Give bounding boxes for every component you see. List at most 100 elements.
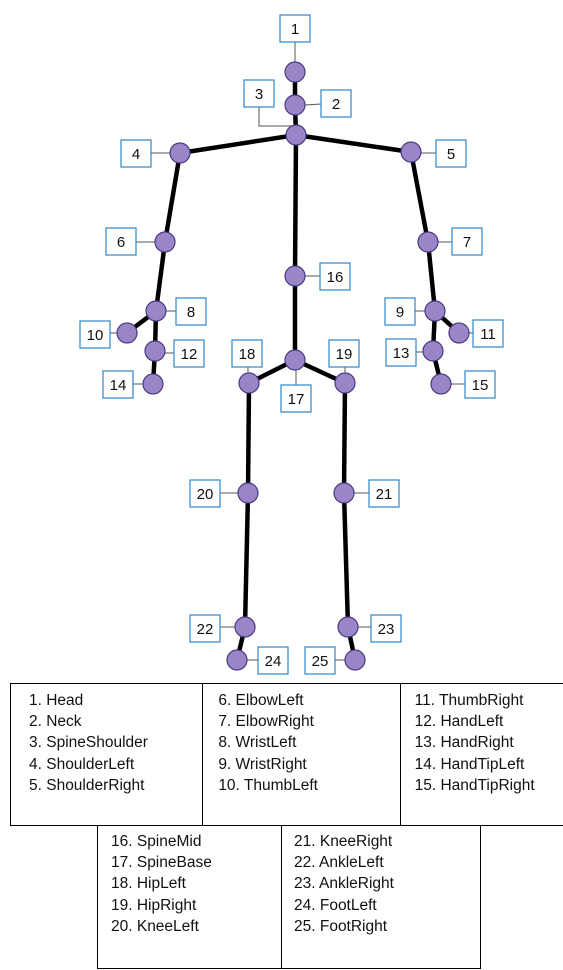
- legend-table-bottom: 16. SpineMid 17. SpineBase 18. HipLeft 1…: [97, 825, 481, 969]
- joint-label-box: [464, 370, 496, 399]
- joint-label-box: [319, 262, 351, 291]
- joint-footright: [344, 649, 366, 671]
- joint-label-number: 1: [291, 21, 299, 38]
- joint-label-number: 14: [110, 377, 127, 394]
- legend-item: 12. HandLeft: [414, 713, 504, 731]
- joint-ankleleft: [234, 616, 256, 638]
- joint-kneeleft: [237, 482, 259, 504]
- joint-label-number: 15: [472, 377, 489, 394]
- joint-handleft: [144, 340, 166, 362]
- bone-3-4: [177, 132, 299, 156]
- joint-label-number: 19: [336, 346, 353, 363]
- legend-item: 22. AnkleLeft: [294, 854, 384, 872]
- joint-label-number: 24: [265, 653, 282, 670]
- bone-6-8: [153, 239, 168, 314]
- joint-label-box: [173, 339, 205, 368]
- joint-label-number: 18: [239, 346, 256, 363]
- joint-label-number: 21: [376, 486, 393, 503]
- legend-item: 21. KneeRight: [294, 833, 393, 850]
- bone-21-23: [341, 490, 351, 630]
- leader-line: [258, 107, 296, 127]
- joint-handright: [422, 340, 444, 362]
- joint-label-number: 17: [288, 391, 305, 408]
- joint-label-box: [102, 370, 134, 399]
- joint-label-number: 20: [197, 486, 214, 503]
- joint-spinebase: [284, 349, 306, 371]
- joint-label-box: [231, 339, 263, 368]
- legend-column: 6. ElbowLeft 7. ElbowRight 8. WristLeft …: [202, 684, 399, 825]
- legend-item: 16. SpineMid: [111, 833, 202, 850]
- joint-label-number: 5: [447, 146, 455, 163]
- joint-shoulderright: [400, 141, 422, 163]
- joint-handtipleft: [142, 373, 164, 395]
- legend-item: 3. SpineShoulder: [29, 734, 148, 752]
- legend-column: 1. Head 2. Neck 3. SpineShoulder 4. Shou…: [11, 684, 202, 825]
- legend-item: 18. HipLeft: [111, 875, 186, 893]
- legend-item: 19. HipRight: [111, 896, 197, 914]
- bone-7-9: [425, 239, 438, 314]
- legend-item: 13. HandRight: [414, 734, 514, 752]
- legend-item: 14. HandTipLeft: [414, 755, 525, 773]
- joint-label-number: 7: [463, 234, 471, 251]
- joint-thumbright: [448, 322, 470, 344]
- bone-19-21: [341, 380, 348, 496]
- joint-label-box: [243, 79, 275, 108]
- legend-item: 6. ElbowLeft: [218, 692, 304, 709]
- joint-label-number: 2: [332, 96, 340, 113]
- joint-label-number: 13: [393, 345, 410, 362]
- joint-label-box: [451, 227, 483, 256]
- joint-label-box: [280, 384, 312, 413]
- joint-label-box: [435, 139, 467, 168]
- legend-item: 20. KneeLeft: [111, 917, 199, 935]
- joint-wristleft: [145, 300, 167, 322]
- joint-label-number: 8: [187, 304, 195, 321]
- legend-item: 25. FootRight: [294, 917, 388, 935]
- joint-label-number: 16: [327, 269, 344, 286]
- legend-item: 4. ShoulderLeft: [29, 755, 135, 773]
- legend-column: 16. SpineMid 17. SpineBase 18. HipLeft 1…: [98, 825, 281, 968]
- joint-handtipright: [430, 373, 452, 395]
- joint-hipright: [334, 372, 356, 394]
- bone-4-6: [162, 150, 183, 245]
- joint-label-number: 11: [480, 326, 496, 343]
- joint-label-number: 6: [117, 234, 125, 251]
- joint-footleft: [226, 649, 248, 671]
- legend-item: 17. SpineBase: [111, 854, 212, 872]
- joint-label-number: 25: [312, 653, 329, 670]
- joint-label-number: 22: [197, 621, 214, 638]
- legend-item: 11. ThumbRight: [414, 692, 524, 709]
- joint-elbowleft: [154, 231, 176, 253]
- joint-spineshoulder: [285, 124, 307, 146]
- joint-spinemid: [284, 265, 306, 287]
- joint-label-number: 3: [255, 86, 263, 103]
- legend-item: 8. WristLeft: [218, 734, 297, 752]
- joint-neck: [284, 94, 306, 116]
- joint-label-number: 10: [87, 327, 104, 344]
- legend-item: 9. WristRight: [218, 755, 307, 773]
- joint-label-box: [189, 479, 221, 508]
- joint-ankleright: [337, 616, 359, 638]
- joint-head: [284, 61, 306, 83]
- legend-table-top: 1. Head 2. Neck 3. SpineShoulder 4. Shou…: [10, 683, 563, 826]
- joint-thumbleft: [116, 322, 138, 344]
- joint-label-box: [257, 646, 289, 675]
- joint-label-box: [368, 479, 400, 508]
- legend-item: 5. ShoulderRight: [29, 776, 145, 794]
- legend-item: 7. ElbowRight: [218, 713, 314, 731]
- joint-label-box: [370, 614, 402, 643]
- joint-label-box: [105, 227, 137, 256]
- legend-column: 11. ThumbRight 12. HandLeft 13. HandRigh…: [399, 684, 563, 825]
- legend-column: 21. KneeRight 22. AnkleLeft 23. AnkleRig…: [281, 825, 464, 968]
- joint-label-box: [189, 614, 221, 643]
- legend-item: 23. AnkleRight: [294, 875, 394, 893]
- bone-3-16: [292, 132, 299, 279]
- joint-label-box: [384, 297, 416, 326]
- legend-item: 24. FootLeft: [294, 896, 377, 914]
- joint-label-box: [79, 320, 111, 349]
- legend-item: 1. Head: [29, 692, 84, 709]
- joint-shoulderleft: [169, 142, 191, 164]
- joint-label-number: 4: [132, 146, 140, 163]
- joint-label-box: [328, 339, 360, 368]
- joint-label-box: [385, 338, 417, 367]
